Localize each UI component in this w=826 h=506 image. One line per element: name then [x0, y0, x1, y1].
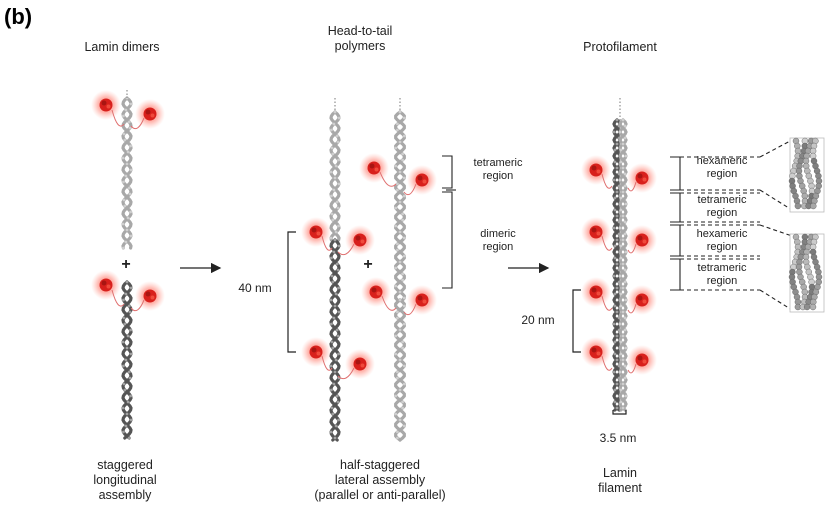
- stagger-bracket: [287, 231, 296, 353]
- caption-left-3: assembly: [98, 488, 152, 502]
- mid-dimeric-bracket: [442, 191, 453, 289]
- protofilament-tail-right-4: [627, 363, 637, 374]
- protofilament-head-right-4: [627, 345, 657, 375]
- plus-sign-middle: +: [363, 256, 373, 273]
- caption-middle-1: half-staggered: [340, 458, 420, 472]
- caption-middle-3: (parallel or anti-parallel): [314, 488, 446, 502]
- lamin-dimers-title: Lamin dimers: [84, 40, 160, 54]
- polymer-2-tail-d: [403, 303, 417, 316]
- mid-dimeric-label-1: dimeric: [480, 228, 516, 240]
- protofilament-tail-left-4: [601, 355, 613, 371]
- tetrameric-zoom-inset: [788, 233, 825, 313]
- polymer-2-coil-top: [394, 110, 406, 302]
- polymer-1-tail-a: [321, 235, 333, 251]
- dimer-bottom-tail-left: [111, 289, 125, 307]
- polymer-1-head-c: [301, 337, 331, 367]
- protofilament-tail-left-1: [601, 173, 613, 189]
- protofilament-head-right-2: [627, 225, 657, 255]
- polymer-2-head-b: [407, 165, 437, 195]
- spacing-bracket: [572, 289, 581, 353]
- polymers-title-line1: Head-to-tail: [327, 24, 393, 38]
- right-region-2-a: tetrameric: [697, 194, 747, 206]
- dimer-top-tail-left: [111, 109, 125, 127]
- stagger-measure: 40 nm: [238, 281, 272, 295]
- protofilament-head-right-1: [627, 163, 657, 193]
- plus-sign-left: +: [121, 256, 131, 273]
- dimer-top-tail-right: [130, 117, 145, 130]
- caption-left-2: longitudinal: [93, 473, 157, 487]
- polymer-2-head-c: [361, 277, 391, 307]
- polymer-2-head-d: [407, 285, 437, 315]
- mid-tetrameric-label-1: tetrameric: [473, 157, 523, 169]
- width-bracket: [612, 410, 627, 415]
- dimer-bottom-head-left: [91, 270, 121, 300]
- protofilament-head-right-3: [627, 285, 657, 315]
- right-region-4-a: tetrameric: [697, 262, 747, 274]
- globular-head-domains: [91, 90, 657, 380]
- mid-tetrameric-label-2: region: [482, 170, 514, 182]
- protofilament-tail-left-2: [601, 235, 613, 251]
- polymer-2-coil-bottom: [394, 298, 406, 442]
- right-region-3-a: hexameric: [696, 228, 748, 240]
- caption-right-2: filament: [598, 481, 642, 495]
- polymer-1-coil-top: [329, 110, 341, 242]
- coiled-coil-rods: [121, 90, 628, 442]
- polymer-2-tail-a: [379, 171, 397, 187]
- polymer-1-tail-b: [337, 243, 355, 256]
- width-measure: 3.5 nm: [599, 431, 637, 445]
- right-region-4-b: region: [706, 275, 738, 287]
- spacing-measure: 20 nm: [521, 313, 555, 327]
- right-region-brackets: [670, 156, 681, 291]
- caption-middle-2: lateral assembly: [334, 473, 426, 487]
- protofilament-strand-1: [612, 118, 622, 412]
- polymer-1-tail-c: [321, 355, 333, 371]
- protofilament-title: Protofilament: [583, 40, 657, 54]
- protofilament-tail-right-2: [627, 243, 637, 254]
- panel-label: (b): [4, 4, 33, 29]
- polymer-1-tail-d: [337, 367, 355, 380]
- polymer-1-head-a: [301, 217, 331, 247]
- dimer-top-head-left: [91, 90, 121, 120]
- region-dashed-lines: [680, 139, 793, 311]
- protofilament-head-left-2: [581, 217, 611, 247]
- right-region-1-a: hexameric: [696, 155, 748, 167]
- dimer-bottom-tail-right: [130, 299, 145, 312]
- mid-dimeric-label-2: region: [482, 241, 514, 253]
- mid-tetrameric-bracket: [442, 155, 453, 189]
- hexameric-zoom-inset: [788, 137, 825, 213]
- dimer-bottom-coil: [121, 280, 133, 440]
- protofilament-head-left-1: [581, 155, 611, 185]
- protofilament-strand-2: [618, 118, 628, 412]
- caption-right-1: Lamin: [602, 466, 638, 480]
- caption-left-1: staggered: [97, 458, 153, 472]
- polymer-2-tail-b: [403, 183, 417, 196]
- polymer-1-coil-bottom: [329, 238, 341, 442]
- protofilament-tail-right-1: [627, 181, 637, 192]
- dimer-top-head-right: [135, 99, 165, 129]
- right-region-3-b: region: [706, 241, 738, 253]
- dimer-top-coil: [121, 96, 133, 250]
- protofilament-tail-left-3: [601, 295, 613, 311]
- protofilament-tail-right-3: [627, 303, 637, 314]
- polymers-title-line2: polymers: [334, 39, 386, 53]
- polymer-2-head-a: [359, 153, 389, 183]
- protofilament-head-left-4: [581, 337, 611, 367]
- protofilament-head-left-3: [581, 277, 611, 307]
- right-region-2-b: region: [706, 207, 738, 219]
- polymer-2-tail-c: [381, 295, 397, 311]
- right-region-1-b: region: [706, 168, 738, 180]
- dimer-bottom-head-right: [135, 281, 165, 311]
